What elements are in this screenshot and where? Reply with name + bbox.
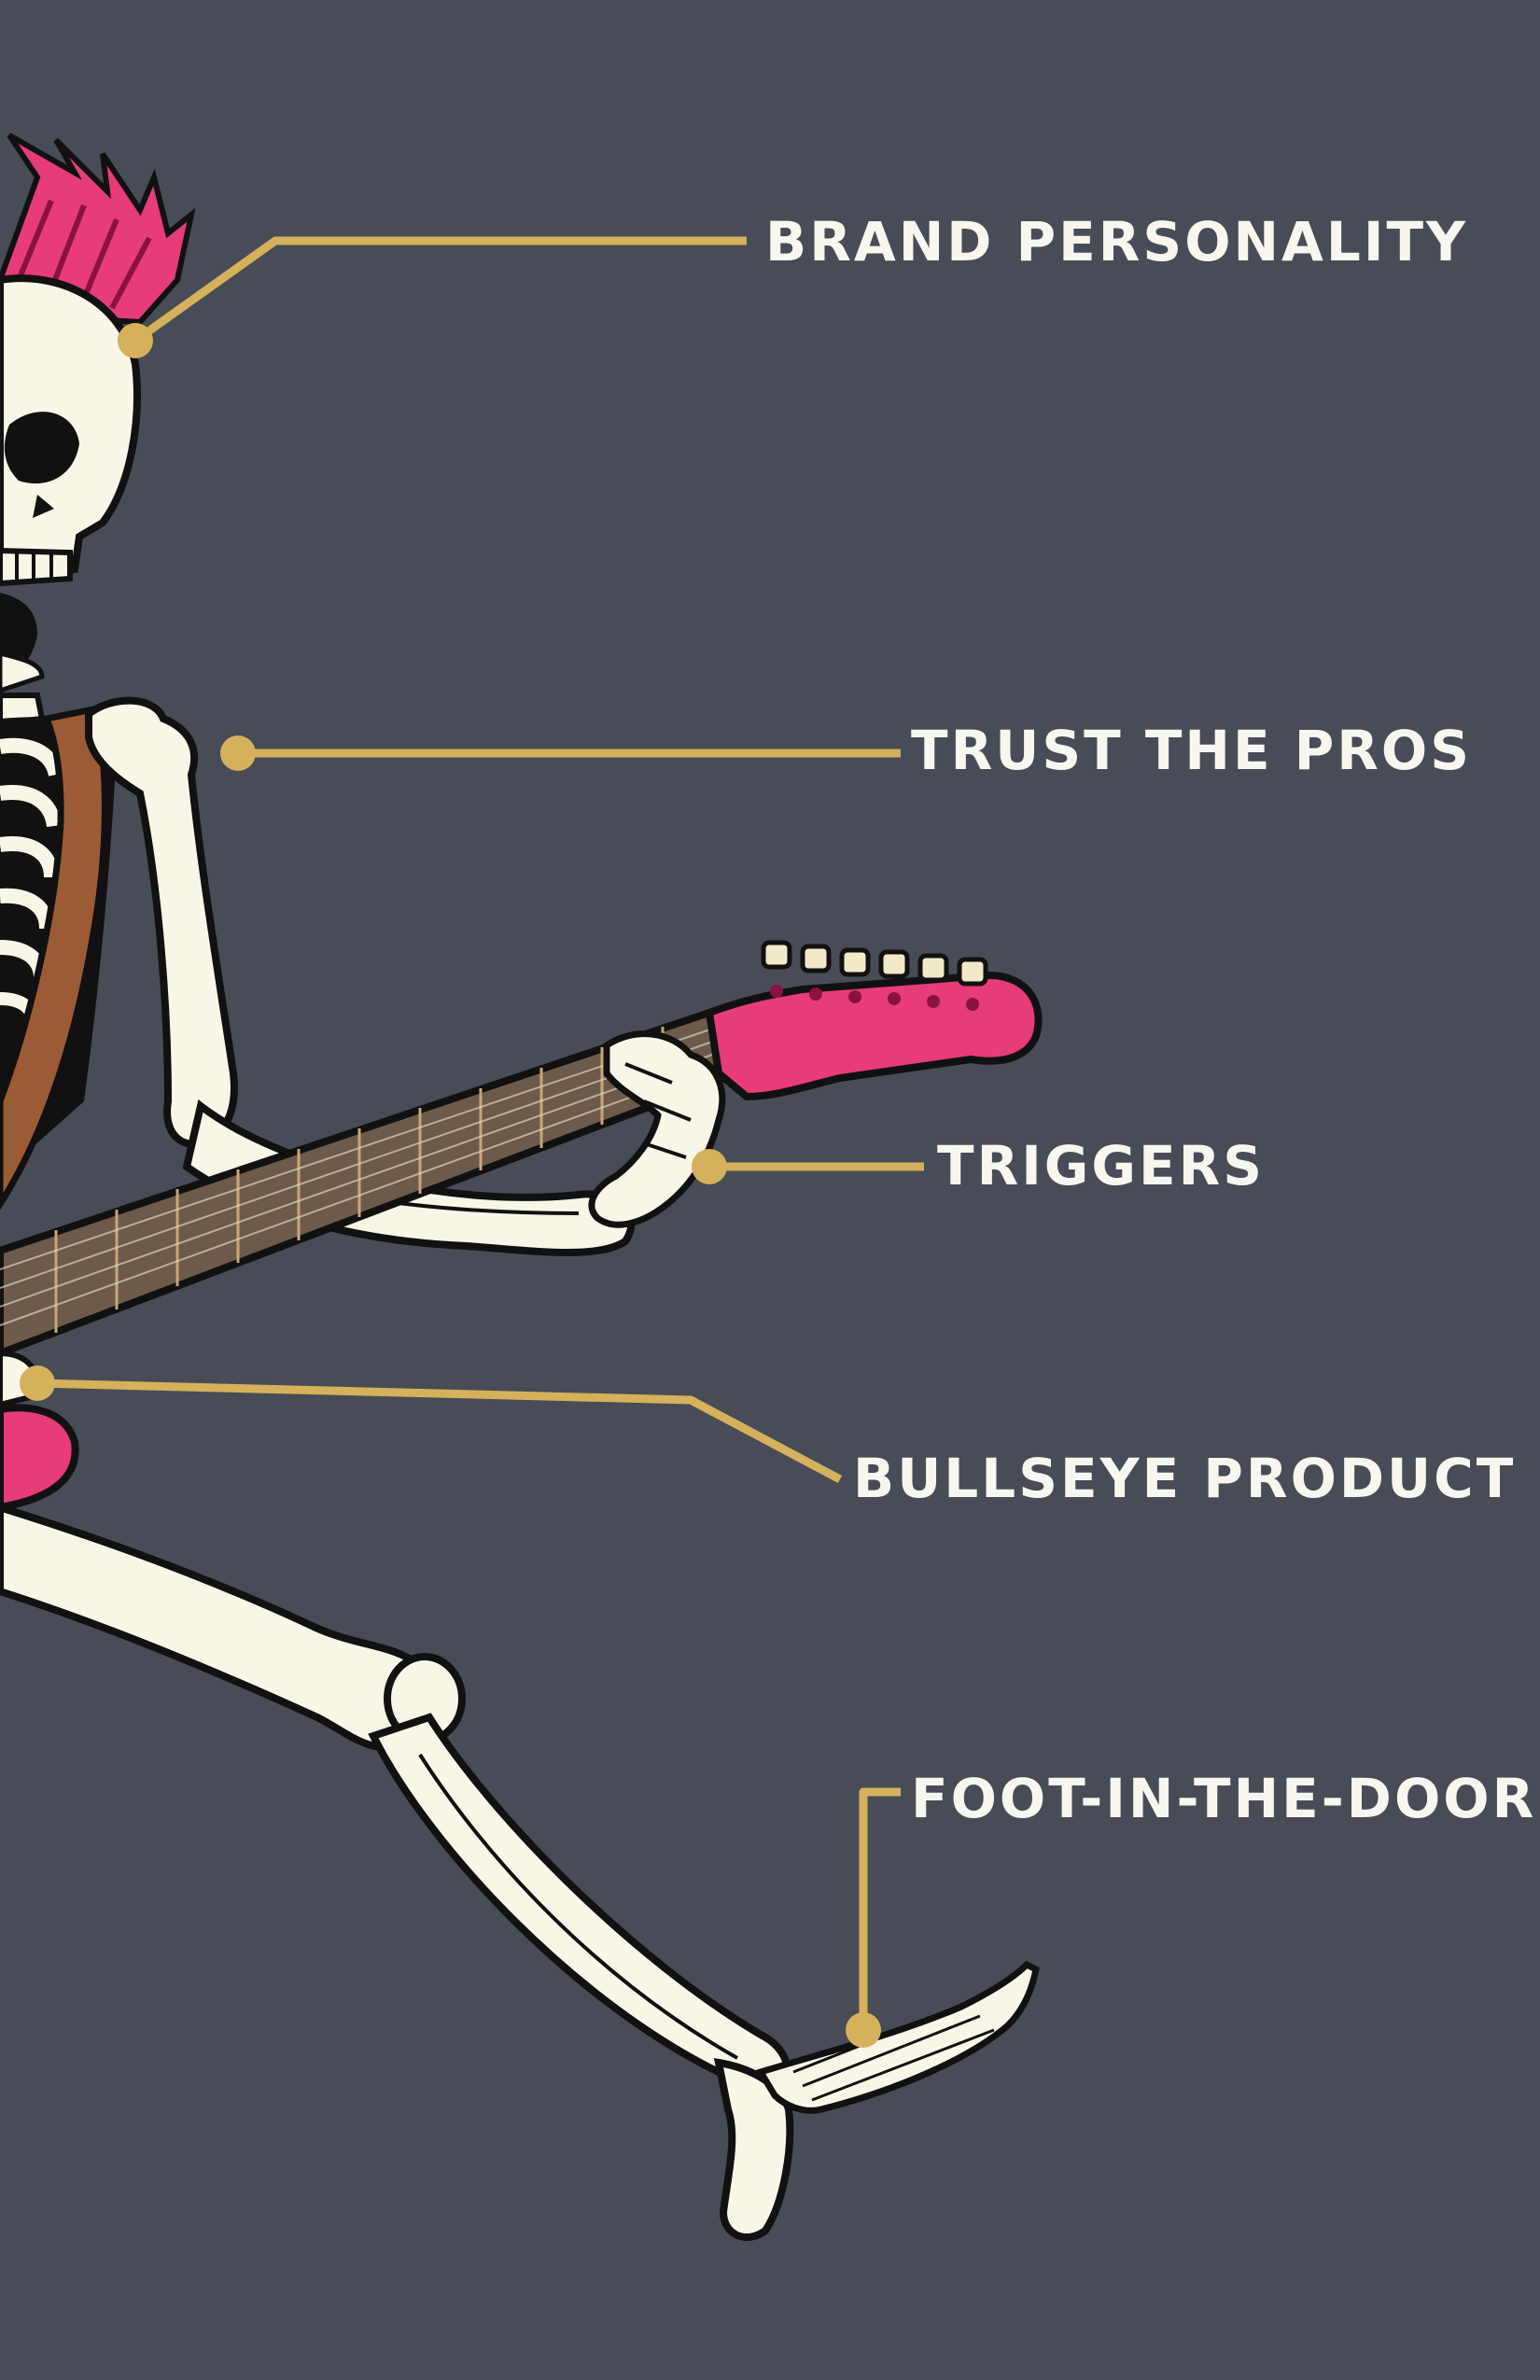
foot-icon (755, 1960, 1040, 2114)
leader-line-foot-in-the-door (859, 1787, 901, 2030)
leader-dots (20, 323, 881, 2048)
hand-icon (588, 1030, 726, 1228)
label-trust-the-pros: TRUST THE PROS (911, 719, 1473, 782)
leader-line-brand-personality (133, 236, 747, 344)
leader-dot-triggers (692, 1149, 727, 1184)
skull-icon (0, 274, 141, 693)
guitar-body-icon (0, 1404, 79, 1512)
leader-lines (36, 236, 924, 2030)
leader-dot-trust-the-pros (220, 735, 256, 771)
leader-dot-foot-in-the-door (846, 2012, 881, 2048)
leg-icon (0, 1350, 794, 2242)
leader-line-bullseye-product (36, 1379, 843, 1483)
label-triggers: TRIGGERS (937, 1134, 1266, 1197)
label-foot-in-the-door: FOOT-IN-THE-DOOR (911, 1767, 1537, 1830)
label-brand-personality: BRAND PERSONALITY (765, 210, 1469, 273)
label-bullseye-product: BULLSEYE PRODUCT (853, 1447, 1517, 1510)
leader-dot-bullseye-product (20, 1365, 55, 1401)
leader-dot-brand-personality (118, 323, 153, 358)
guitar-strap-icon (0, 705, 108, 1211)
guitar-headstock-icon (705, 940, 1043, 1101)
